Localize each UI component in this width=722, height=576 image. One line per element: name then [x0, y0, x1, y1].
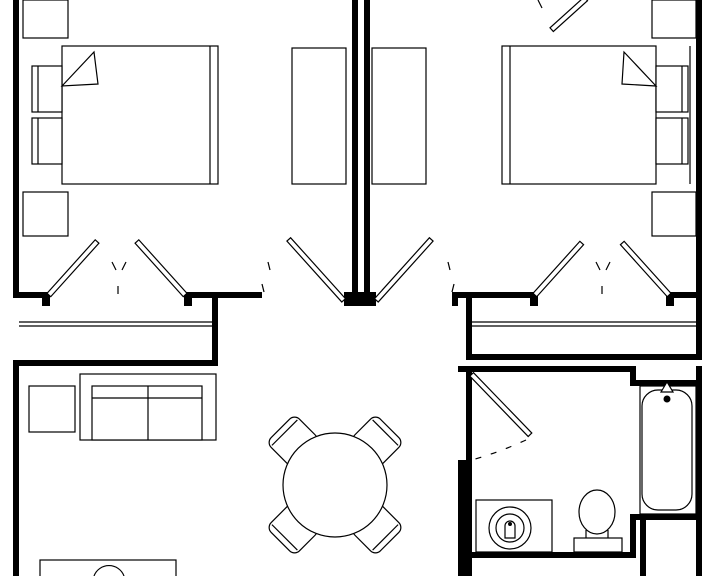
door-leaf-left-closet-a[interactable]	[46, 238, 100, 298]
wall-jamb-right-closet-a	[530, 292, 538, 306]
bathroom-door	[468, 371, 533, 461]
door-right-top	[537, 0, 589, 33]
wall-left-closet-bottom	[13, 360, 218, 366]
bedroom-right-door	[373, 236, 455, 303]
bathroom	[468, 371, 697, 553]
wall-left-exterior-lower	[13, 366, 19, 576]
nightstand-left-top	[22, 0, 69, 39]
bedroom-left	[19, 0, 347, 327]
door-leaf-right-top[interactable]	[549, 0, 589, 33]
door-leaf-bedroom-left[interactable]	[286, 236, 347, 303]
bed-right-pillow-bottom	[655, 117, 689, 165]
walls	[13, 0, 702, 576]
toilet	[573, 489, 623, 553]
nightstand-left-bottom	[22, 191, 69, 237]
wall-left-exterior-upper	[13, 0, 48, 298]
closet-left-doors	[46, 238, 188, 298]
bedroom-left-door	[261, 236, 347, 303]
door-leaf-right-closet-b[interactable]	[619, 240, 672, 298]
bed-left-pillow-top	[31, 65, 63, 113]
wall-right-closet-right	[666, 292, 702, 306]
dining-area	[268, 416, 402, 554]
door-leaf-right-closet-a[interactable]	[532, 240, 585, 298]
wall-right-exterior	[696, 0, 702, 360]
wall-central-partition	[344, 0, 376, 306]
door-leaf-bathroom[interactable]	[468, 371, 533, 438]
wall-jamb-left-closet-b	[184, 292, 192, 306]
bed-right	[501, 45, 691, 185]
bathtub-basin	[641, 389, 693, 511]
toilet-tank	[573, 537, 623, 553]
toilet-bowl	[578, 489, 616, 535]
closet-right-doors	[532, 240, 672, 298]
bed-left-pillow-bottom	[31, 117, 63, 165]
bathroom-sink	[475, 499, 553, 553]
dining-table	[282, 432, 388, 538]
sink-faucet	[504, 520, 516, 539]
bedroom-right	[371, 0, 697, 327]
wall-left-bedroom-bottom	[19, 292, 262, 366]
bed-right-sheet-fold	[621, 50, 658, 87]
end-table	[28, 385, 76, 433]
wall-bathroom-top-right	[630, 366, 702, 386]
nightstand-right-top	[651, 0, 697, 39]
bed-right-pillow-top	[655, 65, 689, 113]
wall-bathroom-right-inner	[630, 514, 702, 576]
door-leaf-left-closet-b[interactable]	[134, 238, 188, 298]
bathtub-drain	[663, 395, 671, 403]
wall-right-exterior-lower	[696, 366, 702, 576]
tv-stand	[39, 559, 177, 576]
tv-stand-cabinet	[39, 559, 177, 576]
bed-left	[31, 45, 219, 185]
wall-bathroom-bottom	[472, 552, 636, 558]
wall-bathroom-left-lower	[458, 460, 472, 576]
dresser-left	[291, 47, 347, 185]
bed-left-sheet-fold	[60, 50, 99, 87]
bathtub	[639, 380, 697, 515]
dresser-right	[371, 47, 427, 185]
sofa-seat	[91, 385, 203, 441]
wall-central-jamb	[344, 292, 376, 306]
sofa	[79, 373, 217, 441]
wall-jamb-left-closet-a	[42, 292, 50, 306]
living-room	[28, 373, 217, 576]
door-leaf-bedroom-right[interactable]	[373, 236, 434, 303]
bathtub-faucet	[659, 380, 675, 393]
nightstand-right-bottom	[651, 191, 697, 237]
